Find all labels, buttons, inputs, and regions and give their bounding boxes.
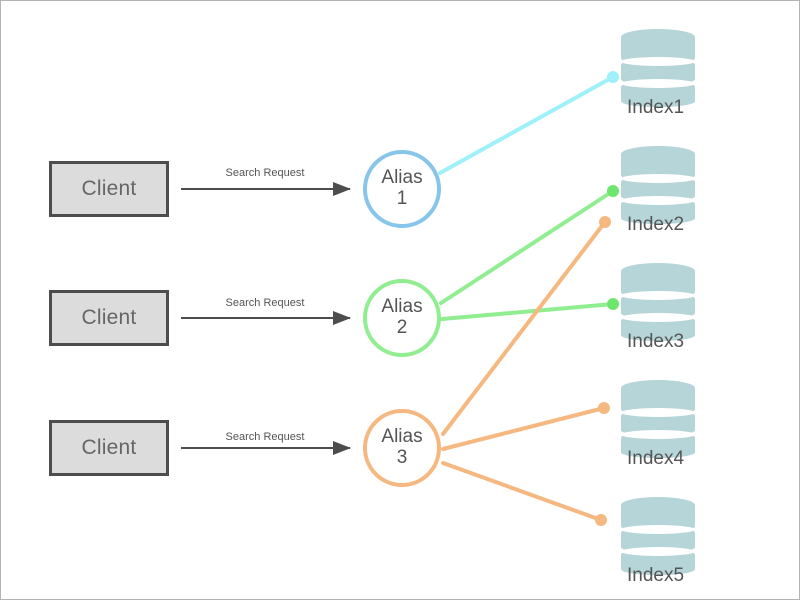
edge-alias2-index2 [439, 189, 615, 305]
client-box-1[interactable]: Client [49, 161, 169, 217]
database-cylinder-icon [621, 263, 695, 343]
database-cylinder-icon [621, 497, 695, 577]
index-label: Index4 [627, 448, 685, 469]
database-cylinder-icon [621, 380, 695, 460]
edge-endpoint-index2-orange [599, 216, 611, 228]
edge-endpoint-index5 [595, 514, 607, 526]
edge-alias3-index4 [441, 406, 606, 451]
alias-name: Alias [381, 167, 423, 189]
alias-name: Alias [381, 426, 423, 448]
search-request-label-2: Search Request [225, 297, 305, 309]
edge-alias1-index1 [438, 75, 615, 175]
edge-endpoint-index4 [598, 402, 610, 414]
alias-node-2[interactable]: Alias 2 [363, 279, 441, 357]
edge-endpoint-index3 [607, 298, 619, 310]
client-label: Client [81, 436, 137, 459]
alias-node-3[interactable]: Alias 3 [363, 409, 441, 487]
index-label: Index3 [627, 331, 685, 352]
alias-name: Alias [381, 296, 423, 318]
index-label: Index1 [627, 97, 685, 118]
index-node-4[interactable]: Index4 [621, 380, 695, 469]
client-label: Client [81, 177, 137, 200]
index-node-3[interactable]: Index3 [621, 263, 695, 352]
index-node-5[interactable]: Index5 [621, 497, 695, 586]
alias-number: 3 [396, 447, 408, 468]
client-label: Client [81, 306, 137, 329]
client-box-2[interactable]: Client [49, 290, 169, 346]
edge-alias2-index3 [440, 302, 615, 321]
edge-alias3-index2 [441, 220, 607, 436]
request-arrows [181, 182, 351, 455]
edge-endpoint-index1 [607, 71, 619, 83]
search-request-label-3: Search Request [225, 431, 305, 443]
edge-alias3-index5 [441, 461, 603, 522]
database-cylinder-icon [621, 146, 695, 226]
alias-number: 1 [396, 188, 408, 209]
client-box-3[interactable]: Client [49, 420, 169, 476]
database-cylinder-icon [621, 29, 695, 109]
index-node-1[interactable]: Index1 [621, 29, 695, 118]
alias-number: 2 [396, 317, 408, 338]
alias-node-1[interactable]: Alias 1 [363, 150, 441, 228]
index-label: Index2 [627, 214, 685, 235]
edge-endpoint-index2-green [607, 185, 619, 197]
index-label: Index5 [627, 565, 685, 586]
alias-index-edges [438, 71, 619, 526]
index-node-2[interactable]: Index2 [621, 146, 695, 235]
search-request-label-1: Search Request [225, 167, 305, 179]
